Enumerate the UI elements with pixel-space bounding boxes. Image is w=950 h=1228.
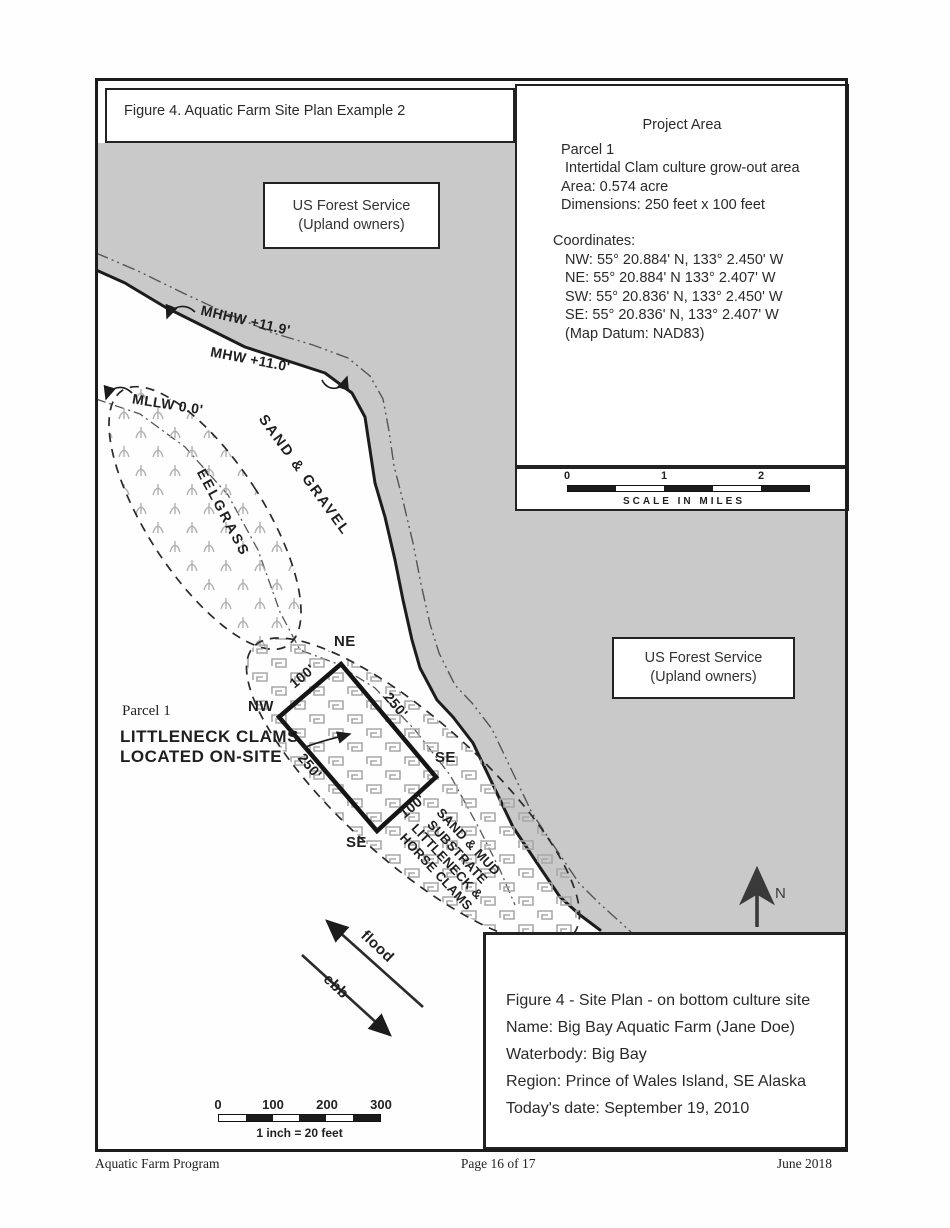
project-area-box: Project Area Parcel 1 Intertidal Clam cu… (515, 84, 849, 467)
miles-tick-0: 0 (563, 470, 571, 482)
clams-pointer-arrow-icon (302, 731, 352, 749)
info-line-name: Name: Big Bay Aquatic Farm (Jane Doe) (506, 1019, 796, 1036)
flood-arrow-icon (325, 919, 424, 1008)
mllw-curve-arrow-icon (103, 384, 133, 401)
eelgrass-bed-outline (108, 385, 302, 651)
footer-page-number: Page 16 of 17 (460, 1156, 536, 1171)
coordinates-label: Coordinates: (553, 232, 636, 249)
feet-tick-0: 0 (214, 1097, 222, 1112)
parcel-corner-se-right: SE (435, 749, 456, 766)
usfs-lower-line2: (Upland owners) (650, 669, 757, 685)
miles-scale-bar (567, 485, 810, 492)
miles-tick-1: 1 (660, 470, 668, 482)
mhhw-curve-arrow-icon (165, 303, 196, 320)
info-line-figure: Figure 4 - Site Plan - on bottom culture… (506, 992, 811, 1009)
usfs-lower-line1: US Forest Service (644, 650, 763, 666)
site-info-box: Figure 4 - Site Plan - on bottom culture… (483, 932, 848, 1150)
feet-tick-300: 300 (370, 1097, 392, 1112)
page-footer: Aquatic Farm Program Page 16 of 17 June … (95, 1156, 832, 1172)
info-line-date: Today's date: September 19, 2010 (506, 1100, 750, 1117)
coordinate-sw: SW: 55° 20.836' N, 133° 2.450' W (565, 288, 783, 305)
coordinate-se: SE: 55° 20.836' N, 133° 2.407' W (565, 307, 779, 324)
feet-scale-label: 1 inch = 20 feet (256, 1126, 343, 1140)
feet-tick-100: 100 (262, 1097, 284, 1112)
parcel-corner-se-bottom: SE (346, 834, 367, 851)
usfs-lower-box: US Forest Service (Upland owners) (612, 637, 795, 699)
parcel-boundary (275, 660, 440, 835)
project-area-title: Project Area (642, 117, 722, 133)
figure-title: Figure 4. Aquatic Farm Site Plan Example… (124, 103, 406, 119)
parcel-1-label: Parcel 1 (122, 703, 171, 719)
feet-scale-bar (218, 1114, 381, 1122)
miles-scale-label: SCALE IN MILES (622, 496, 745, 507)
parcel-corner-ne: NE (334, 633, 356, 650)
usfs-upper-box: US Forest Service (Upland owners) (263, 182, 440, 249)
map-datum: (Map Datum: NAD83) (565, 325, 705, 342)
project-area-dimensions: Dimensions: 250 feet x 100 feet (561, 197, 765, 214)
miles-tick-2: 2 (757, 470, 765, 482)
usfs-upper-line1: US Forest Service (292, 197, 411, 214)
north-label: N (775, 885, 786, 902)
feet-tick-200: 200 (316, 1097, 338, 1112)
project-area-use: Intertidal Clam culture grow-out area (565, 160, 800, 177)
info-line-waterbody: Waterbody: Big Bay (506, 1046, 647, 1063)
mhw-curve-arrow-icon (321, 375, 350, 392)
project-area-acreage: Area: 0.574 acre (561, 178, 669, 195)
coordinate-nw: NW: 55° 20.884' N, 133° 2.450' W (565, 251, 784, 268)
littleneck-clams-line1: LITTLENECK CLAMS (120, 727, 299, 746)
littleneck-clams-line2: LOCATED ON-SITE (120, 747, 283, 766)
info-line-region: Region: Prince of Wales Island, SE Alask… (506, 1073, 806, 1090)
figure-title-box: Figure 4. Aquatic Farm Site Plan Example… (105, 88, 515, 143)
parcel-corner-nw: NW (248, 698, 274, 715)
coordinate-ne: NE: 55° 20.884' N 133° 2.407' W (565, 270, 776, 287)
ebb-arrow-icon (301, 954, 392, 1037)
miles-scale-box: 0 1 2 SCALE IN MILES (515, 467, 849, 511)
project-area-parcel: Parcel 1 (561, 141, 615, 158)
mhhw-line (98, 253, 632, 933)
usfs-upper-line2: (Upland owners) (298, 216, 405, 233)
footer-date: June 2018 (776, 1156, 832, 1171)
footer-program: Aquatic Farm Program (95, 1156, 220, 1171)
